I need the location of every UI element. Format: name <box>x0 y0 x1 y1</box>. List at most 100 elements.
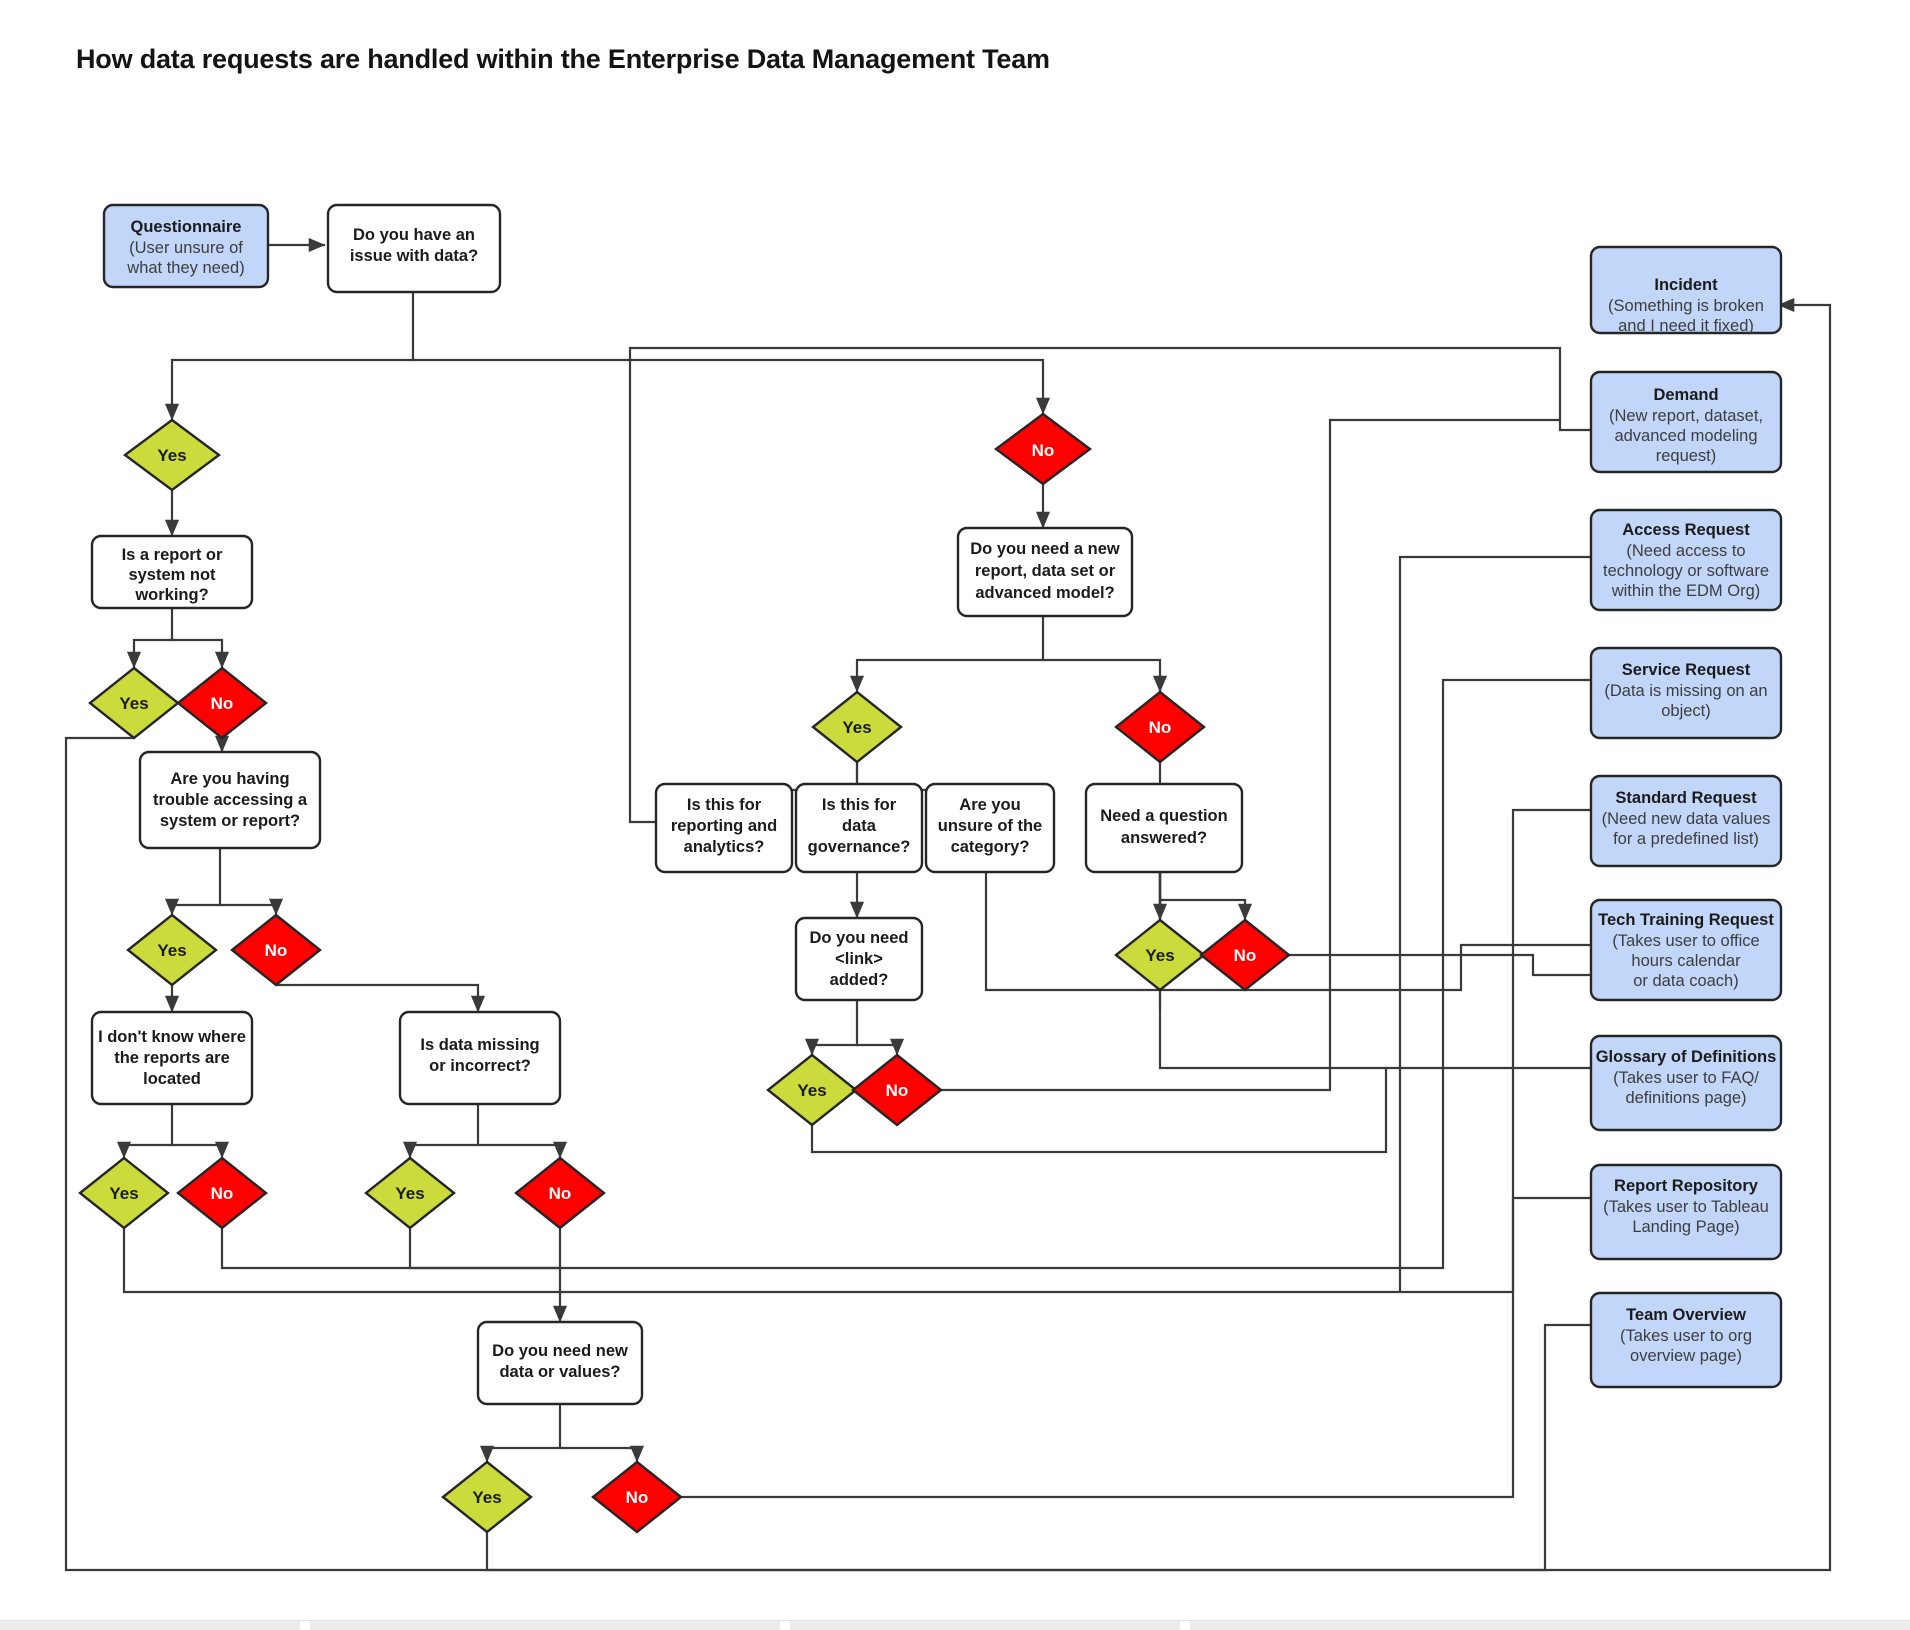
node-layer: Questionnaire (User unsure of what they … <box>78 203 1783 1534</box>
node-governance-line2: data <box>842 817 877 835</box>
node-q-need-new-data-or-values[interactable]: Do you need new data or values? <box>476 1320 644 1406</box>
node-questionnaire-title: Questionnaire <box>131 218 242 236</box>
outcome-access-request[interactable]: Access Request (Need access to technolog… <box>1589 508 1783 612</box>
outcome-glossary-sub2: definitions page) <box>1625 1089 1746 1107</box>
edge-newdata-yes-rail <box>485 1317 1779 1572</box>
decision-no-issue[interactable]: No <box>993 412 1093 486</box>
outcome-tech-training-request[interactable]: Tech Training Request (Takes user to off… <box>1589 898 1783 1002</box>
decision-yes-newreport[interactable]: Yes <box>811 690 903 764</box>
node-trouble-line3: system or report? <box>160 812 300 830</box>
edge-dontknow-yes <box>116 1104 174 1159</box>
decision-yes-datamissing-label: Yes <box>395 1184 424 1203</box>
decision-no-newdata[interactable]: No <box>591 1460 683 1534</box>
outcome-standard-sub1: (Need new data values <box>1602 810 1771 828</box>
decision-no-dontknow[interactable]: No <box>176 1156 268 1230</box>
decision-no-datamissing-label: No <box>549 1184 572 1203</box>
node-rnw-line1: Is a report or <box>122 546 223 564</box>
node-rnw-line2: system not <box>128 566 216 584</box>
outcome-service-sub2: object) <box>1661 702 1711 720</box>
node-q-issue-with-data[interactable]: Do you have an issue with data? <box>326 203 502 294</box>
node-dontknow-line1: I don't know where <box>98 1028 246 1046</box>
decision-no-newreport[interactable]: No <box>1114 690 1206 764</box>
edge-link-no-to-demand-rail <box>938 418 1560 1092</box>
outcome-incident[interactable]: Incident (Something is broken and I need… <box>1589 245 1783 335</box>
footer-divider <box>0 1620 1910 1621</box>
edge-issue-yes <box>164 292 415 421</box>
edge-datamissing-yes-to-service-request <box>408 672 1779 1270</box>
edge-dontknow-yes-to-report-repo <box>122 1190 1779 1294</box>
decision-yes-newdata-label: Yes <box>472 1488 501 1507</box>
outcome-incident-title: Incident <box>1654 276 1718 294</box>
decision-yes-newdata[interactable]: Yes <box>441 1460 533 1534</box>
node-questionnaire[interactable]: Questionnaire (User unsure of what they … <box>102 203 270 289</box>
outcome-access-title: Access Request <box>1622 521 1750 539</box>
edge-question-yes-rail <box>1158 990 1386 1070</box>
node-newdata-line2: data or values? <box>499 1363 620 1381</box>
decision-no-newdata-label: No <box>626 1488 649 1507</box>
decision-yes-rnw[interactable]: Yes <box>88 666 180 740</box>
outcome-demand[interactable]: Demand (New report, dataset, advanced mo… <box>1589 370 1783 474</box>
edge-trouble-yes <box>164 848 222 916</box>
decision-yes-trouble-label: Yes <box>157 941 186 960</box>
decision-yes-datamissing[interactable]: Yes <box>364 1156 456 1230</box>
node-q-unsure-of-category[interactable]: Are you unsure of the category? <box>924 782 1056 874</box>
edge-rnw-yes <box>126 608 174 669</box>
edge-link-no <box>857 1038 905 1056</box>
decision-yes-question[interactable]: Yes <box>1114 918 1206 992</box>
decision-yes-link[interactable]: Yes <box>766 1053 858 1127</box>
node-link-line2: <link> <box>835 950 883 968</box>
decision-no-link[interactable]: No <box>851 1053 943 1127</box>
edge-link-yes <box>804 1000 859 1056</box>
decision-yes-trouble[interactable]: Yes <box>126 913 218 987</box>
node-q-trouble-accessing[interactable]: Are you having trouble accessing a syste… <box>138 750 322 850</box>
decision-yes-issue-label: Yes <box>157 446 186 465</box>
outcome-repo-title: Report Repository <box>1614 1177 1759 1195</box>
node-newreport-line1: Do you need a new <box>970 540 1120 558</box>
outcome-service-request[interactable]: Service Request (Data is missing on an o… <box>1589 646 1783 740</box>
edge-dontknow-no-join <box>220 1228 560 1270</box>
decision-no-dontknow-label: No <box>211 1184 234 1203</box>
footer-chip-1 <box>0 1621 300 1630</box>
outcome-incident-sub1: (Something is broken <box>1608 297 1764 315</box>
node-newdata-line1: Do you need new <box>492 1342 628 1360</box>
node-q-link-added[interactable]: Do you need <link> added? <box>794 916 924 1002</box>
node-newreport-line2: report, data set or <box>975 562 1116 580</box>
outcome-access-sub1: (Need access to <box>1626 542 1745 560</box>
node-unsure-line1: Are you <box>959 796 1020 814</box>
decision-no-rnw[interactable]: No <box>176 666 268 740</box>
node-trouble-line1: Are you having <box>170 770 289 788</box>
decision-no-datamissing[interactable]: No <box>514 1156 606 1230</box>
edge-link-yes-to-glossary <box>810 1060 1779 1154</box>
footer-chip-4 <box>1190 1621 1910 1630</box>
outcome-standard-sub2: for a predefined list) <box>1613 830 1759 848</box>
outcome-report-repository[interactable]: Report Repository (Takes user to Tableau… <box>1589 1163 1783 1261</box>
outcome-access-sub3: within the EDM Org) <box>1611 582 1761 600</box>
node-q-dont-know-reports-located[interactable]: I don't know where the reports are locat… <box>90 1010 254 1106</box>
node-unsure-line3: category? <box>951 838 1030 856</box>
node-q-data-governance[interactable]: Is this for data governance? <box>794 782 924 874</box>
outcome-demand-title: Demand <box>1653 386 1718 404</box>
decision-yes-dontknow[interactable]: Yes <box>78 1156 170 1230</box>
node-q-need-question-answered[interactable]: Need a question answered? <box>1084 782 1244 874</box>
decision-yes-dontknow-label: Yes <box>109 1184 138 1203</box>
decision-no-issue-label: No <box>1032 441 1055 460</box>
footer-chip-3 <box>790 1621 1180 1630</box>
decision-yes-issue[interactable]: Yes <box>122 418 222 492</box>
node-issue-line2: issue with data? <box>350 247 478 265</box>
node-reporting-line3: analytics? <box>684 838 765 856</box>
edge-newdata-yes <box>479 1404 562 1463</box>
outcome-demand-sub2: advanced modeling <box>1614 427 1757 445</box>
node-q-need-new-report-dataset[interactable]: Do you need a new report, data set or ad… <box>956 526 1134 618</box>
node-q-report-system-not-working[interactable]: Is a report or system not working? <box>90 534 254 610</box>
outcome-glossary-of-definitions[interactable]: Glossary of Definitions (Takes user to F… <box>1589 1034 1783 1132</box>
node-q-data-missing-or-incorrect[interactable]: Is data missing or incorrect? <box>398 1010 562 1106</box>
decision-no-trouble[interactable]: No <box>230 913 322 987</box>
outcome-standard-request[interactable]: Standard Request (Need new data values f… <box>1589 774 1783 868</box>
edge-newdata-no <box>560 1445 645 1463</box>
node-q-reporting-and-analytics[interactable]: Is this for reporting and analytics? <box>654 782 794 874</box>
outcome-team-overview[interactable]: Team Overview (Takes user to org overvie… <box>1589 1291 1783 1389</box>
outcome-demand-sub3: request) <box>1656 447 1717 465</box>
decision-no-question[interactable]: No <box>1199 918 1291 992</box>
edge-unsure-to-tech-training <box>984 872 1779 992</box>
